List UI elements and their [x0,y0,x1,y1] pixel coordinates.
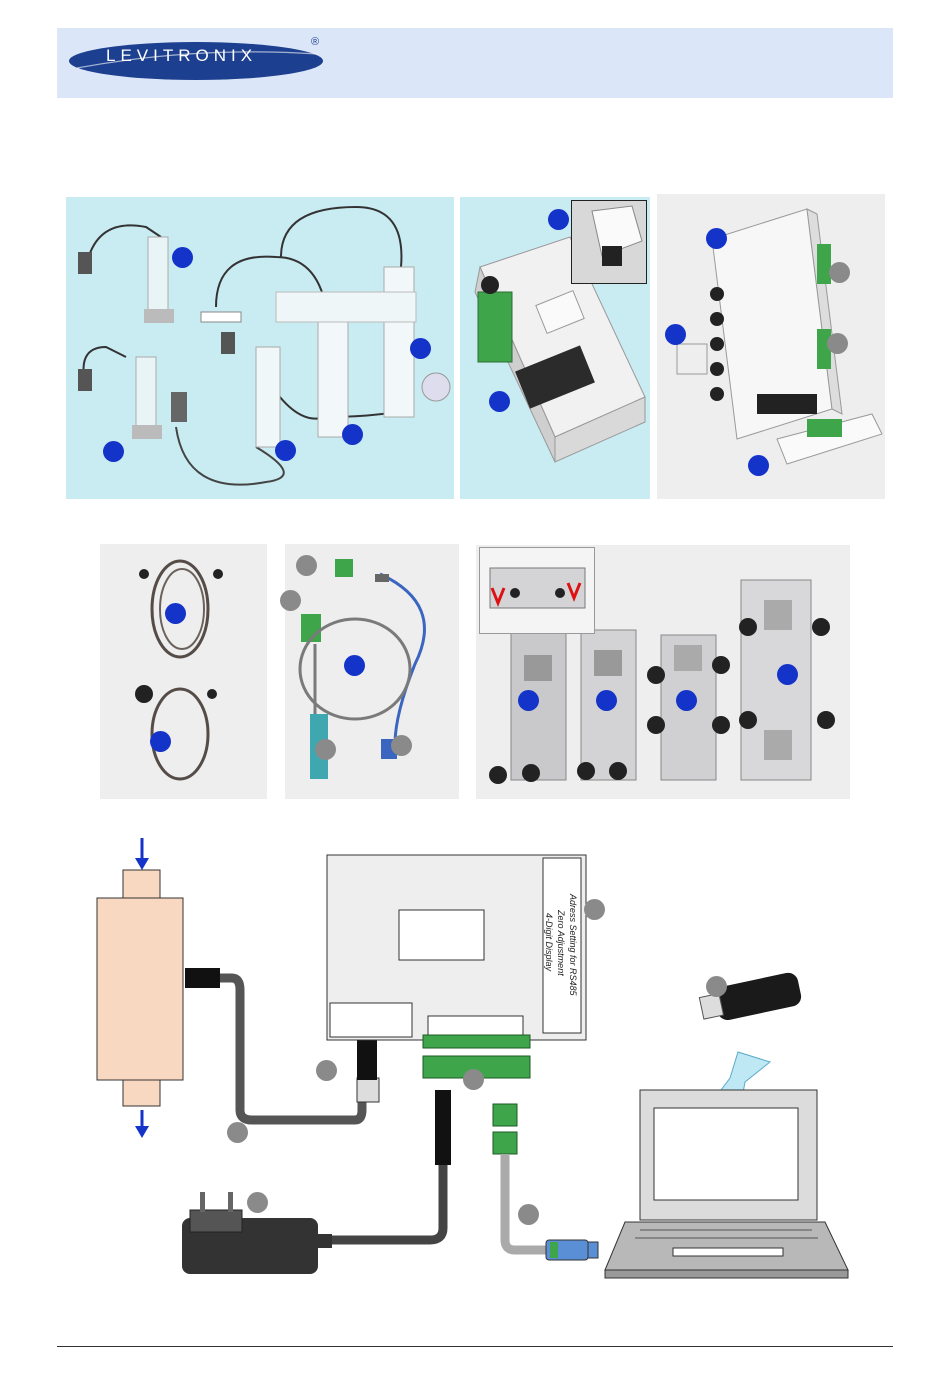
callout-badge [103,441,124,462]
callout-badge [410,338,431,359]
callout-badge [489,391,510,412]
callout-badge [748,455,769,476]
photo-connectors-usb [285,544,459,799]
callout-badge [247,1192,268,1213]
inset-photo [571,200,647,284]
callout-badge [777,664,798,685]
callout-badge [665,324,686,345]
logo-wordmark: LEVITRONIX [106,46,306,66]
callout-badge [165,603,186,624]
callout-badge [344,655,365,676]
callout-badge [172,247,193,268]
callout-badge [584,899,605,920]
callout-badge [227,1122,248,1143]
callout-badge [827,333,848,354]
converter-label-display: 4-Digit Display [543,913,554,971]
photo-converter [460,197,650,499]
callout-badge [596,690,617,711]
callout-badge [342,424,363,445]
callout-badge [316,1060,337,1081]
callout-badge [315,739,336,760]
callout-badge [518,1204,539,1225]
callout-badge [706,976,727,997]
callout-badge [706,228,727,249]
connection-diagram: 4-Digit Display Zero Adjustment Adress S… [0,820,950,1320]
callout-badge [296,555,317,576]
callout-badge [676,690,697,711]
callout-badge [518,690,539,711]
callout-badge [280,590,301,611]
photo-controller [657,194,885,499]
inset-photo [479,547,595,634]
photo-flow-sensors [66,197,454,499]
converter-label-address: Adress Setting for RS485 [567,894,578,996]
callout-badge [150,731,171,752]
callout-badge [548,209,569,230]
converter-label-zero: Zero Adjustment [555,910,566,976]
photo-cables [100,544,267,799]
callout-badge [829,262,850,283]
callout-badge [275,440,296,461]
callout-badge [463,1069,484,1090]
footer-rule [57,1346,893,1347]
callout-badge [391,735,412,756]
registered-mark: ® [311,36,319,48]
photo-mounting-brackets [476,545,850,799]
